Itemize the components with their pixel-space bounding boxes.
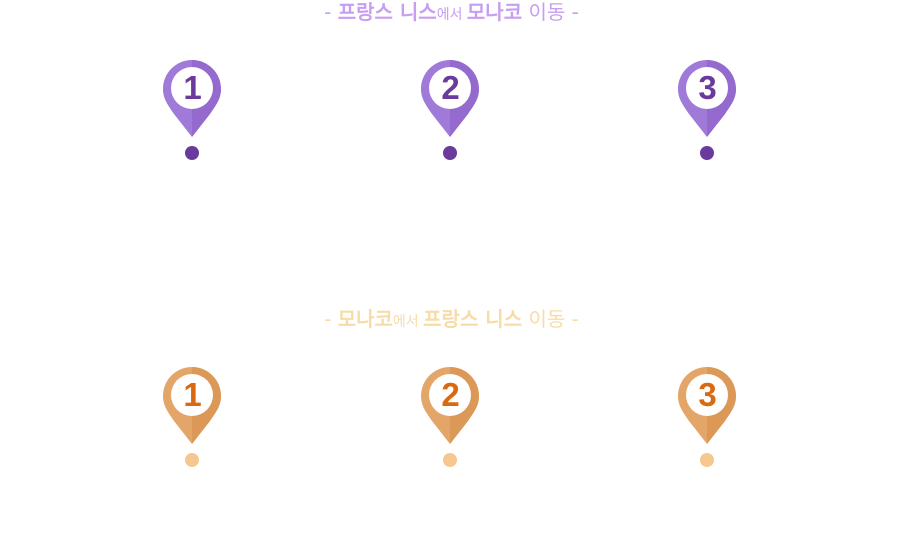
step-number: 3 xyxy=(698,69,716,106)
step-number: 3 xyxy=(698,376,716,413)
title-destination: 모나코 xyxy=(466,0,523,24)
map-pin-icon xyxy=(678,367,736,467)
map-pin-icon xyxy=(163,367,221,467)
title-dash-right: - xyxy=(565,307,579,331)
title-verb: 이동 xyxy=(522,307,566,331)
title-origin: 모나코 xyxy=(337,307,393,331)
route1-step3-pin[interactable]: 3 xyxy=(677,59,737,163)
route1-step1-pin[interactable]: 1 xyxy=(162,59,222,163)
title-dash-left: - xyxy=(324,0,338,24)
map-pin-icon xyxy=(163,60,221,160)
route2-step2-pin[interactable]: 2 xyxy=(420,366,480,470)
route-title-monaco-to-nice: - 모나코에서 프랑스 니스 이동 - xyxy=(0,306,903,335)
route1-step2-pin[interactable]: 2 xyxy=(420,59,480,163)
step-number: 2 xyxy=(441,376,459,413)
title-dash-left: - xyxy=(324,307,338,331)
step-number: 1 xyxy=(183,69,201,106)
title-destination: 프랑스 니스 xyxy=(423,307,523,331)
title-particle: 에서 xyxy=(436,7,467,23)
title-verb: 이동 xyxy=(522,0,566,24)
map-pin-icon xyxy=(421,367,479,467)
route-title-nice-to-monaco: - 프랑스 니스에서 모나코 이동 - xyxy=(0,0,903,28)
route2-step3-pin[interactable]: 3 xyxy=(677,366,737,470)
title-origin: 프랑스 니스 xyxy=(337,0,437,24)
title-particle: 에서 xyxy=(392,314,424,330)
step-number: 2 xyxy=(441,69,459,106)
map-pin-icon xyxy=(678,60,736,160)
title-dash-right: - xyxy=(565,0,579,24)
step-number: 1 xyxy=(183,376,201,413)
route2-step1-pin[interactable]: 1 xyxy=(162,366,222,470)
map-pin-icon xyxy=(421,60,479,160)
